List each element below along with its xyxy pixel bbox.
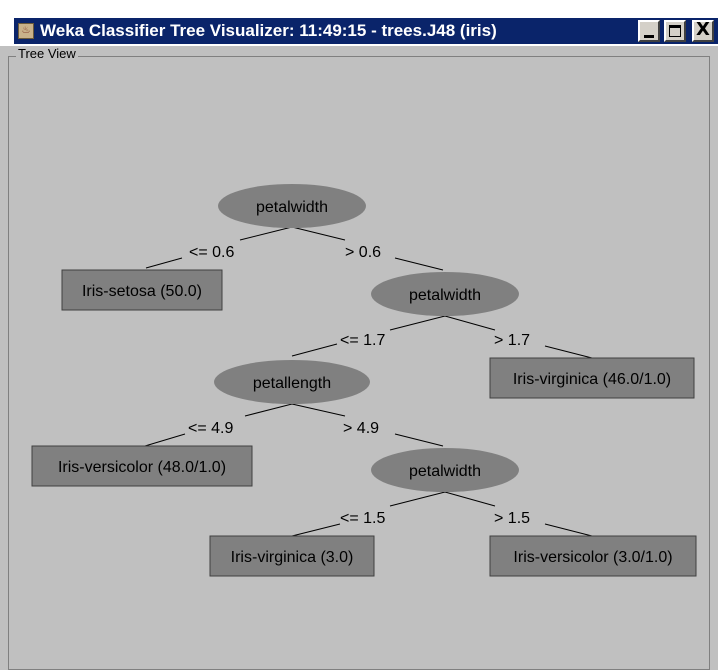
edge-label-n2-right: > 1.7 — [494, 332, 530, 349]
edge-label-root-right: > 0.6 — [345, 244, 381, 261]
leaf-label-versicolor-1: Iris-versicolor (48.0/1.0) — [58, 459, 226, 476]
edge-label-n3-left: <= 4.9 — [188, 420, 233, 437]
tree-edges — [144, 226, 593, 537]
tree-node-root[interactable]: petalwidth — [218, 184, 366, 228]
tree-leaf-setosa[interactable]: Iris-setosa (50.0) — [61, 269, 223, 311]
edge-line-n3-left — [144, 403, 293, 447]
leaf-label-virginica-1: Iris-virginica (46.0/1.0) — [513, 371, 671, 388]
node-label-root: petalwidth — [256, 199, 328, 216]
close-button[interactable]: X — [692, 20, 714, 42]
edge-line-n2-left — [291, 315, 446, 357]
edge-line-n4-right — [444, 491, 593, 537]
edge-line-n2-right — [444, 315, 593, 359]
edge-label-n2-left: <= 1.7 — [340, 332, 385, 349]
leaf-label-setosa: Iris-setosa (50.0) — [82, 283, 202, 300]
edge-label-n3-right: > 4.9 — [343, 420, 379, 437]
title-bar-area: ♨ Weka Classifier Tree Visualizer: 11:49… — [0, 0, 718, 46]
tree-leaf-virginica-1[interactable]: Iris-virginica (46.0/1.0) — [489, 357, 695, 399]
tree-leaf-virginica-2[interactable]: Iris-virginica (3.0) — [209, 535, 375, 577]
edge-line-root-left — [145, 226, 293, 269]
node-label-n2: petalwidth — [409, 287, 481, 304]
tree-node-n4[interactable]: petalwidth — [371, 448, 519, 492]
node-label-n4: petalwidth — [409, 463, 481, 480]
minimize-icon — [644, 35, 654, 38]
edge-line-n4-left — [291, 491, 446, 537]
window-left-border — [0, 46, 8, 670]
edge-label-root-left: <= 0.6 — [189, 244, 234, 261]
java-coffee-icon[interactable]: ♨ — [18, 23, 34, 39]
leaf-label-virginica-2: Iris-virginica (3.0) — [231, 549, 354, 566]
window-title: Weka Classifier Tree Visualizer: 11:49:1… — [40, 21, 497, 40]
leaf-label-versicolor-2: Iris-versicolor (3.0/1.0) — [513, 549, 672, 566]
maximize-icon — [669, 25, 681, 37]
edge-line-root-right — [291, 226, 444, 271]
maximize-button[interactable] — [664, 20, 686, 42]
minimize-button[interactable] — [638, 20, 660, 42]
tree-node-n3[interactable]: petallength — [214, 360, 370, 404]
tree-view-panel-title: Tree View — [16, 46, 78, 62]
close-icon: X — [696, 19, 710, 40]
edge-label-n4-left: <= 1.5 — [340, 510, 385, 527]
edge-line-n3-right — [291, 403, 444, 447]
edge-label-n4-right: > 1.5 — [494, 510, 530, 527]
tree-leaf-versicolor-2[interactable]: Iris-versicolor (3.0/1.0) — [489, 535, 697, 577]
node-label-n3: petallength — [253, 375, 331, 392]
tree-leaf-versicolor-1[interactable]: Iris-versicolor (48.0/1.0) — [31, 445, 253, 487]
title-bar[interactable]: ♨ Weka Classifier Tree Visualizer: 11:49… — [14, 18, 718, 44]
tree-node-n2[interactable]: petalwidth — [371, 272, 519, 316]
